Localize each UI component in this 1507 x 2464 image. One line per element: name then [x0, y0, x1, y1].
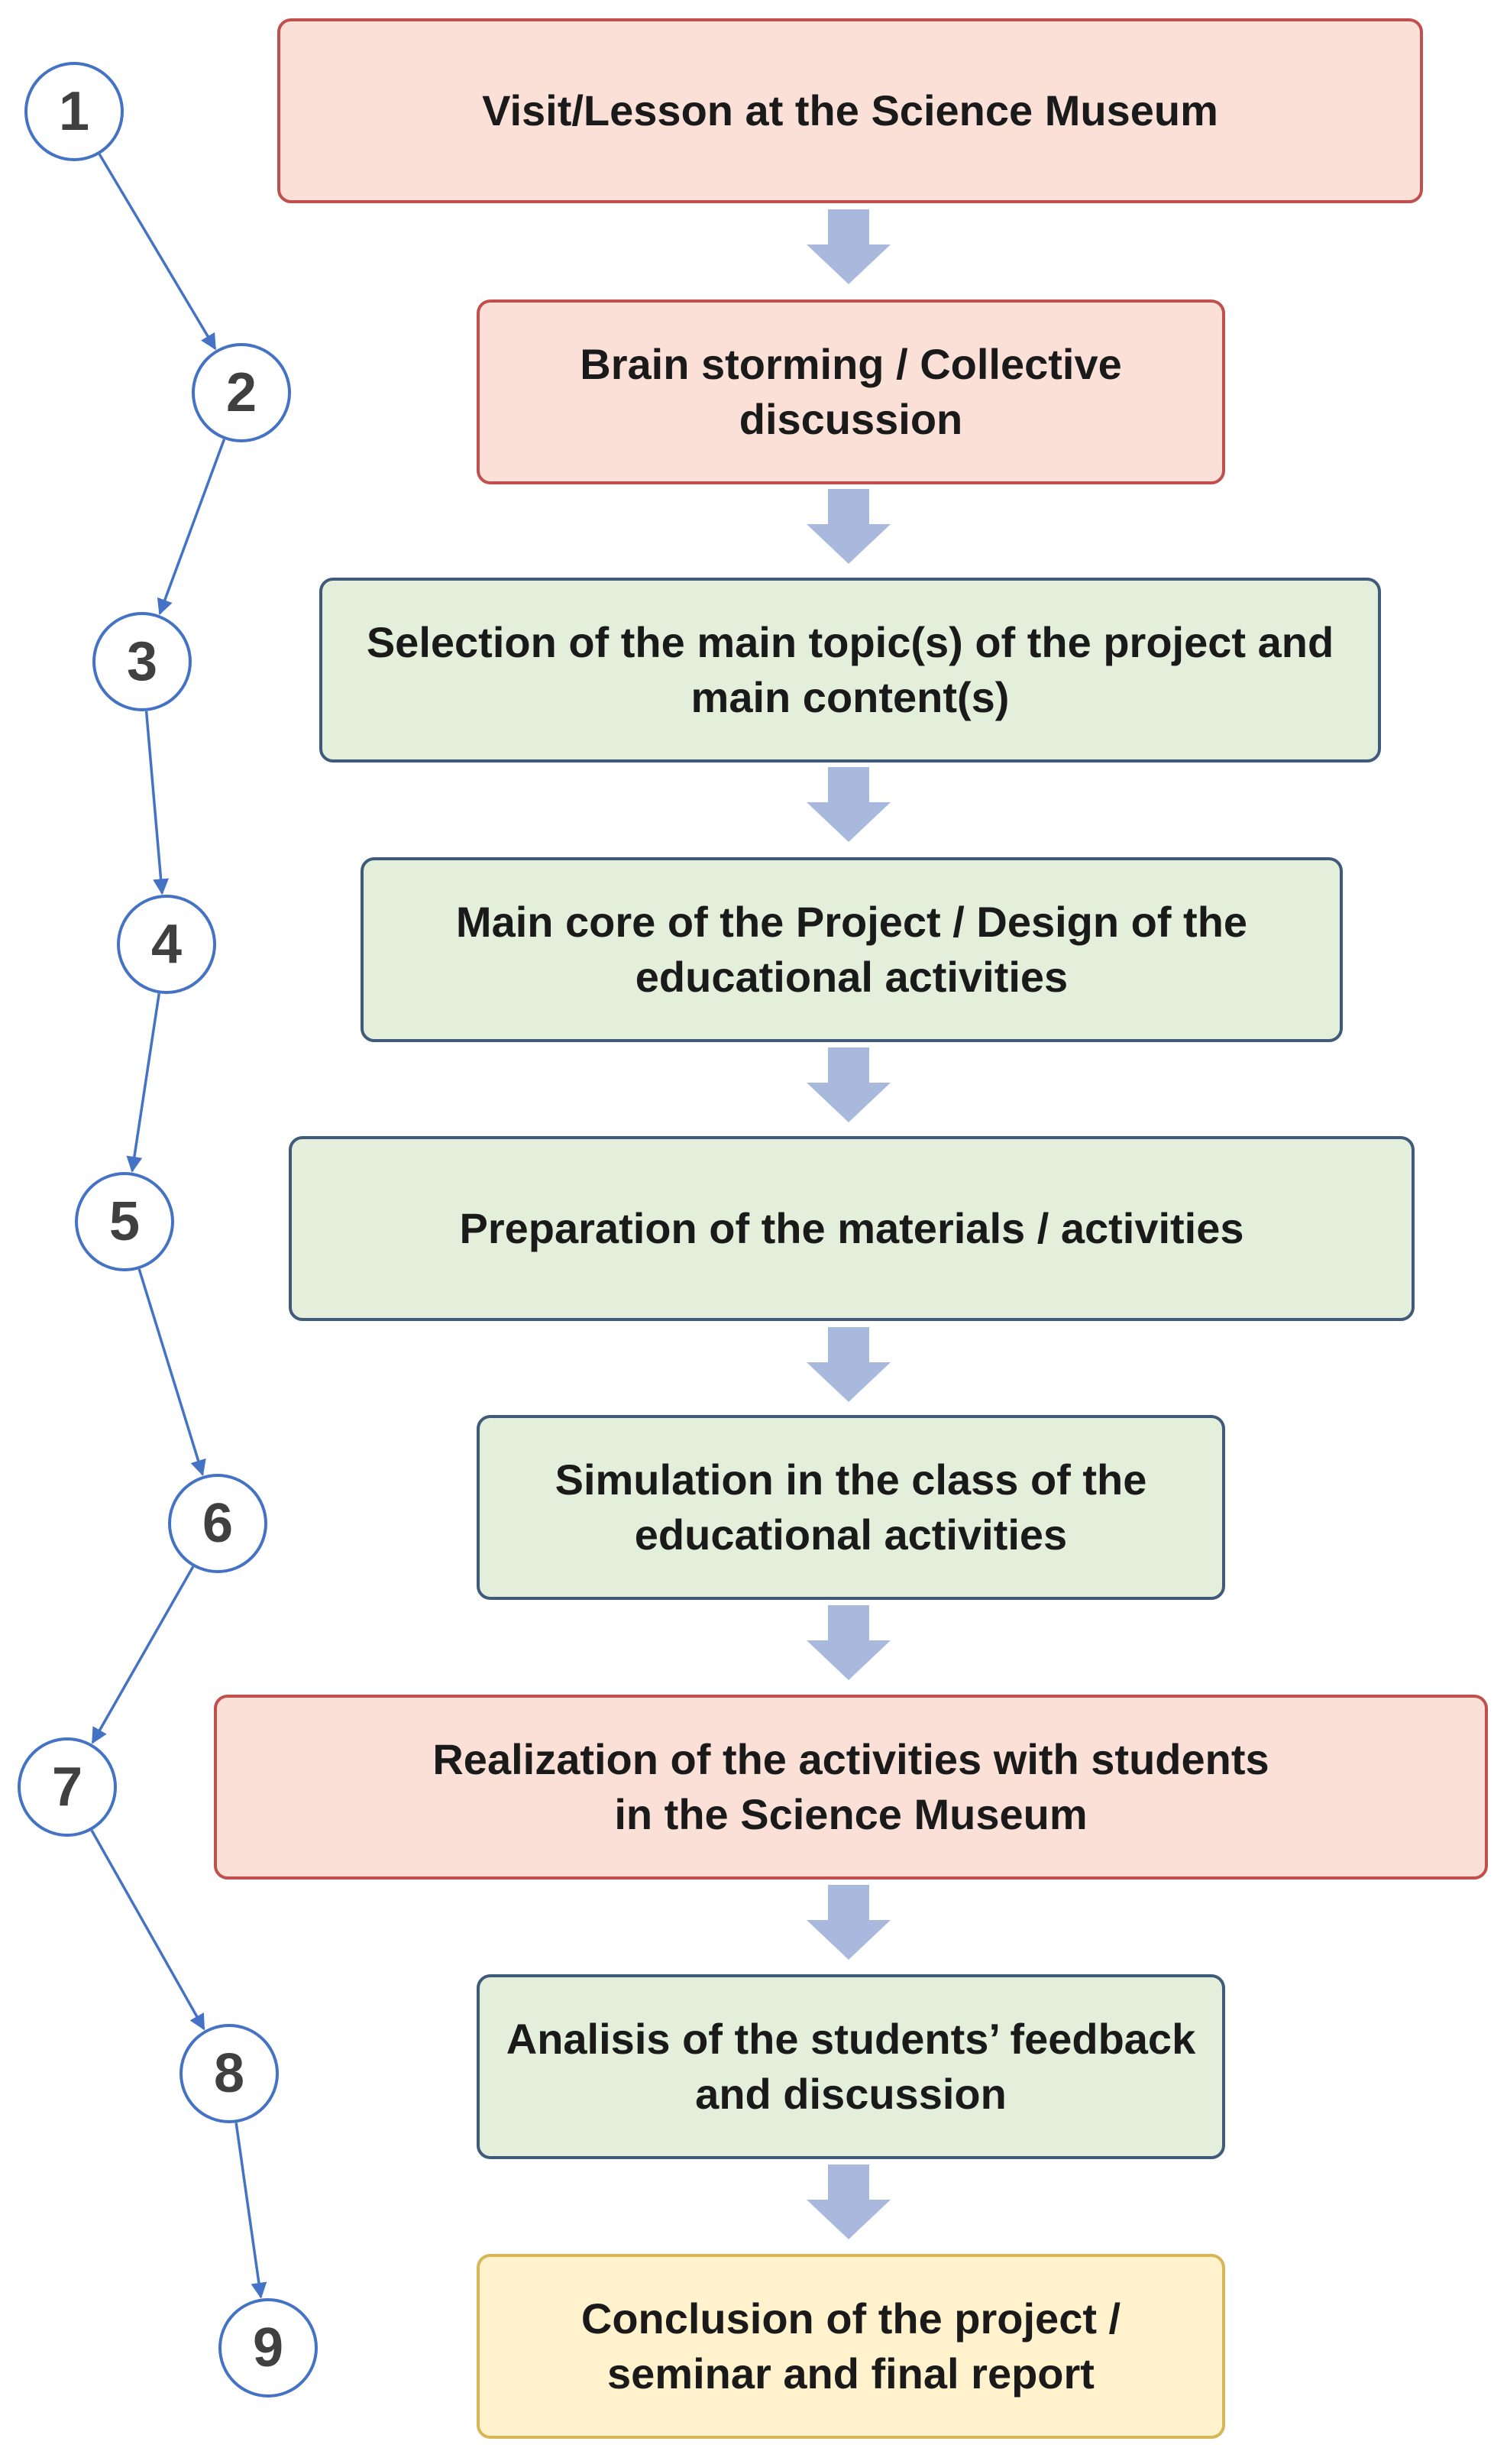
- step-label-9: Conclusion of the project / seminar and …: [580, 2294, 1121, 2398]
- step-number-2: 2: [192, 343, 291, 442]
- step-number-7: 7: [18, 1737, 117, 1837]
- connector-6-7: [91, 1565, 195, 1744]
- flow-down-arrow-icon: [807, 1327, 891, 1406]
- step-number-5: 5: [75, 1172, 174, 1271]
- step-number-1: 1: [24, 62, 124, 161]
- step-box-7: Realization of the activities with stude…: [214, 1695, 1488, 1880]
- flow-down-arrow-icon: [807, 1047, 891, 1126]
- connector-3-4: [144, 711, 170, 895]
- step-label-8: Analisis of the students’ feedback and d…: [506, 2015, 1196, 2118]
- step-label-4: Main core of the Project / Design of the…: [455, 898, 1248, 1001]
- step-label-5: Preparation of the materials / activitie…: [459, 1204, 1244, 1252]
- step-box-8: Analisis of the students’ feedback and d…: [477, 1974, 1225, 2159]
- connector-7-8: [90, 1829, 205, 2031]
- step-label-1: Visit/Lesson at the Science Museum: [482, 86, 1218, 134]
- step-number-8: 8: [179, 2024, 279, 2123]
- flow-down-arrow-icon: [807, 2164, 891, 2243]
- connector-2-3: [157, 439, 226, 616]
- flow-down-arrow-icon: [807, 1605, 891, 1684]
- connector-4-5: [126, 993, 160, 1173]
- step-number-9: 9: [218, 2298, 318, 2398]
- connector-1-2: [98, 153, 217, 351]
- step-box-5: Preparation of the materials / activitie…: [289, 1136, 1415, 1321]
- step-box-1: Visit/Lesson at the Science Museum: [277, 18, 1423, 203]
- connector-5-6: [137, 1268, 206, 1476]
- flow-down-arrow-icon: [807, 767, 891, 846]
- flow-down-arrow-icon: [807, 209, 891, 288]
- step-number-6: 6: [168, 1474, 267, 1573]
- flow-down-arrow-icon: [807, 1885, 891, 1964]
- step-box-4: Main core of the Project / Design of the…: [361, 857, 1343, 1042]
- step-box-2: Brain storming / Collective discussion: [477, 300, 1225, 484]
- step-label-6: Simulation in the class of the education…: [555, 1455, 1147, 1559]
- step-label-7: Realization of the activities with stude…: [432, 1735, 1269, 1838]
- step-box-6: Simulation in the class of the education…: [477, 1415, 1225, 1600]
- flow-down-arrow-icon: [807, 489, 891, 568]
- step-box-9: Conclusion of the project / seminar and …: [477, 2254, 1225, 2439]
- connector-8-9: [234, 2122, 267, 2299]
- step-number-4: 4: [117, 895, 216, 994]
- step-label-2: Brain storming / Collective discussion: [580, 340, 1122, 443]
- step-number-3: 3: [92, 612, 192, 711]
- step-box-3: Selection of the main topic(s) of the pr…: [319, 578, 1381, 763]
- step-label-3: Selection of the main topic(s) of the pr…: [366, 618, 1334, 721]
